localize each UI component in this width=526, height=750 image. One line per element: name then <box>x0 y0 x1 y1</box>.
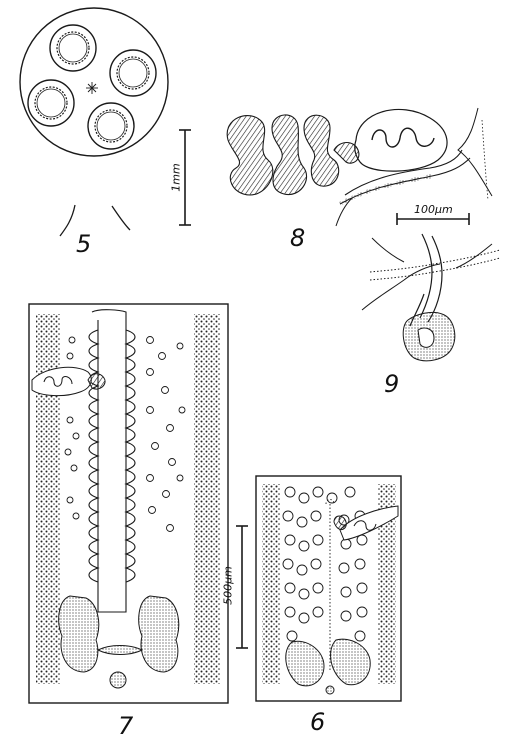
vas-deferens-coils <box>226 114 360 196</box>
ovary-lobes <box>402 311 456 362</box>
cirrus-sac <box>354 108 448 172</box>
genital-atrium <box>339 149 471 206</box>
vitelline-field-left-6 <box>262 484 280 684</box>
figure-number-8: 8 <box>290 224 306 252</box>
proglottid-margin <box>335 107 493 227</box>
vitelline-field-right <box>194 314 220 684</box>
figure-number-7: 7 <box>118 712 134 740</box>
figure-5-scolex <box>19 7 191 237</box>
figure-7-proglottid <box>28 303 229 704</box>
scale-bar-1mm <box>179 129 191 226</box>
scolex-neck <box>59 204 131 237</box>
vitelline-field-right-6 <box>378 484 396 684</box>
figure-6-proglottid <box>255 475 402 702</box>
proglottid-margin-dotted <box>481 119 489 201</box>
sucker-bottom <box>87 102 135 150</box>
figure-number-6: 6 <box>310 708 326 736</box>
apical-organ <box>86 82 98 94</box>
scale-label-100um: 100µm <box>414 203 453 216</box>
ovary-7 <box>58 595 180 689</box>
scale-bar-500um <box>236 525 248 649</box>
ovary-6 <box>285 638 371 695</box>
cirrus-sac-7 <box>31 366 106 397</box>
uterus-6 <box>325 499 335 672</box>
figure-number-9: 9 <box>384 370 400 398</box>
scale-label-500um: 500µm <box>221 566 235 605</box>
figure-number-5: 5 <box>76 230 92 258</box>
lateral-margins <box>361 237 501 311</box>
figure-9-terminal-genitalia <box>361 233 501 362</box>
sucker-left <box>27 79 75 127</box>
figure-8-cirrus-sac <box>226 107 493 227</box>
sucker-top <box>49 24 97 72</box>
cirrus-sac-6 <box>333 505 399 541</box>
scale-bar-100um <box>396 213 470 225</box>
scolex-outline <box>19 7 169 157</box>
uterus <box>88 309 136 613</box>
scale-label-1mm: 1mm <box>169 163 183 192</box>
sucker-right <box>109 49 157 97</box>
